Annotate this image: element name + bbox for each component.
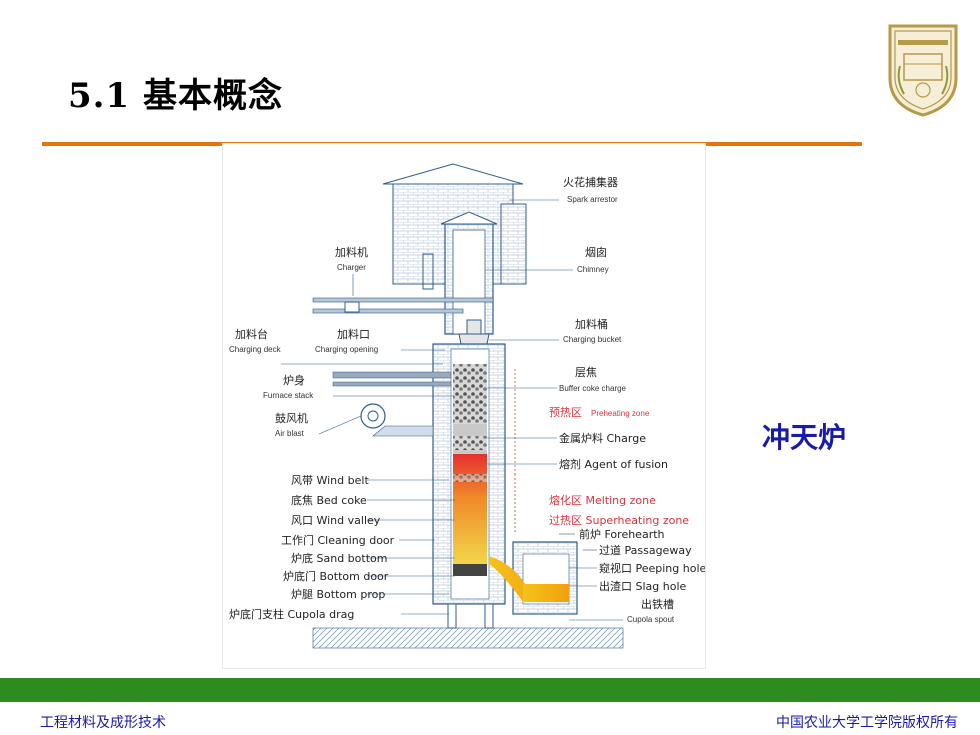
label-melting-zone: 熔化区 Melting zone [549, 493, 656, 507]
label-charging-opening-en: Charging opening [315, 345, 378, 354]
cupola-furnace-diagram: 火花捕集器 Spark arrestor 加料机 Charger 烟囱 Chim… [222, 143, 706, 669]
label-bottom-door: 炉底门 Bottom door [283, 569, 389, 583]
footer-copyright: 中国农业大学工学院版权所有 [776, 715, 958, 731]
label-charging-deck-en: Charging deck [229, 345, 282, 354]
label-charging-bucket: 加料桶 [575, 317, 608, 331]
label-chimney: 烟囱 [585, 245, 607, 259]
label-bottom-prop: 炉腿 Bottom prop [291, 588, 385, 601]
label-cleaning-door: 工作门 Cleaning door [281, 533, 395, 547]
label-cupola-drag: 炉底门支柱 Cupola drag [229, 607, 354, 621]
label-charging-opening: 加料口 [337, 327, 370, 341]
label-chimney-en: Chimney [577, 265, 609, 274]
label-spark-arrestor-en: Spark arrestor [567, 195, 618, 204]
label-cupola-spout-en: Cupola spout [627, 615, 675, 624]
label-charger: 加料机 [335, 245, 368, 259]
label-bed-coke: 底焦 Bed coke [291, 493, 367, 507]
label-spark-arrestor: 火花捕集器 [563, 175, 618, 189]
label-furnace-stack: 炉身 [283, 373, 305, 387]
label-buffer-coke-en: Buffer coke charge [559, 384, 627, 393]
cupola-label: 冲天炉 [762, 421, 847, 454]
footer-bar [0, 678, 980, 702]
label-charger-en: Charger [337, 263, 366, 272]
label-peeping-hole: 窥视口 Peeping hole [599, 561, 705, 575]
label-air-blast: 鼓风机 [275, 411, 308, 425]
label-buffer-coke: 层焦 [575, 366, 597, 379]
label-wind-valley: 风口 Wind valley [291, 514, 381, 527]
label-passageway: 过道 Passageway [599, 543, 692, 557]
label-slag-hole: 出渣口 Slag hole [599, 579, 687, 593]
label-preheating-zone: 预热区 [549, 406, 582, 419]
label-forehearth: 前炉 Forehearth [579, 527, 665, 541]
label-air-blast-en: Air blast [275, 429, 305, 438]
label-charge: 金属炉料 Charge [559, 431, 646, 445]
university-logo [884, 18, 962, 118]
label-cupola-spout: 出铁槽 [641, 597, 674, 611]
footer-course-name: 工程材料及成形技术 [40, 715, 166, 731]
label-furnace-stack-en: Furnace stack [263, 391, 314, 400]
label-agent-of-fusion: 熔剂 Agent of fusion [559, 457, 668, 471]
page-title: 5.1 基本概念 [68, 76, 283, 116]
label-superheating-zone: 过热区 Superheating zone [549, 514, 689, 527]
label-preheating-zone-en: Preheating zone [591, 409, 650, 418]
label-charging-bucket-en: Charging bucket [563, 335, 622, 344]
label-sand-bottom: 炉底 Sand bottom [291, 551, 387, 565]
label-charging-deck: 加料台 [235, 327, 268, 341]
label-wind-belt: 风带 Wind belt [291, 474, 369, 487]
